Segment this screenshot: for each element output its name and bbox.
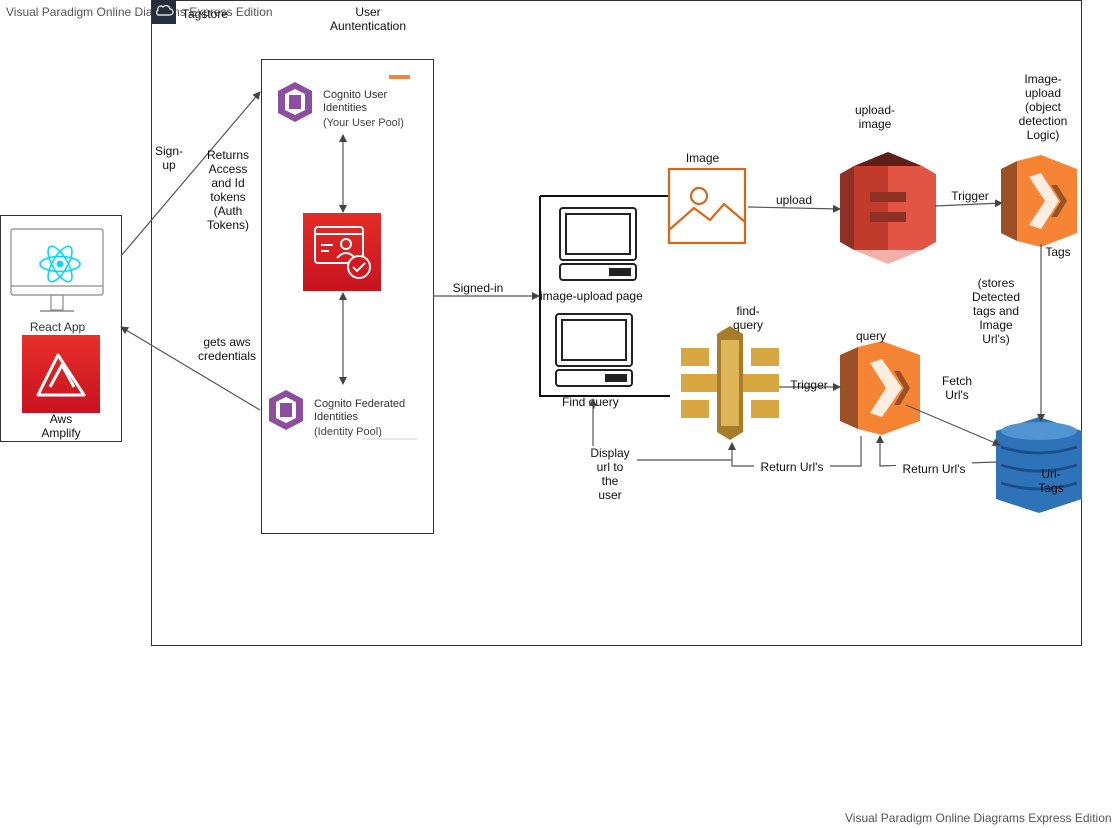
amplify-icon xyxy=(22,335,100,413)
image-upload-lambda-label: Image- upload (object detection Logic) xyxy=(1018,72,1068,142)
find-query-api-icon xyxy=(681,326,779,440)
edge-display: Display url to the user xyxy=(583,446,637,502)
edge-returns-tokens: Returns Access and Id tokens (Auth Token… xyxy=(206,148,250,232)
tagstore-group[interactable] xyxy=(151,0,1082,646)
react-monitor-icon xyxy=(10,228,104,312)
watermark-top: Visual Paradigm Online Diagrams Express … xyxy=(6,5,273,19)
amplify-label: Aws Amplify xyxy=(41,412,81,440)
edge-upload: upload xyxy=(775,193,813,207)
image-label: Image xyxy=(685,151,720,165)
edge-stores: (stores Detected tags and Image Url's) xyxy=(971,276,1021,346)
query-lambda-label: query xyxy=(855,329,887,343)
edge-return-2: Return Url's xyxy=(896,462,972,476)
url-tags-db-label: Url- Tags xyxy=(1038,467,1064,495)
group-icon xyxy=(152,0,176,24)
find-query-api-label: find- query xyxy=(732,304,764,332)
cognito-federated-underline xyxy=(362,438,417,440)
image-upload-page-label: image-upload page xyxy=(540,289,643,303)
web-pages-icon xyxy=(539,195,670,397)
edge-fetch: Fetch Url's xyxy=(941,374,972,402)
edge-tags: Tags xyxy=(1045,245,1071,259)
auth-title: User Auntentication xyxy=(329,5,407,33)
dynamodb-icon xyxy=(996,417,1082,513)
cognito-federated-title: Cognito Federated Identities xyxy=(314,398,406,423)
group-title: Tagstore xyxy=(182,7,229,21)
cognito-user-pool-icon xyxy=(278,82,312,122)
edge-trigger-2: Trigger xyxy=(790,378,828,392)
cognito-decoration xyxy=(389,75,410,79)
cognito-federated-icon xyxy=(269,390,303,430)
edge-signed-in: Signed-in xyxy=(452,281,504,295)
edge-gets-credentials: gets aws credentials xyxy=(197,335,257,363)
cognito-user-pool-sub: (Your User Pool) xyxy=(323,117,404,129)
query-lambda-icon xyxy=(840,341,920,435)
identity-verification-icon xyxy=(303,213,381,291)
edge-sign-up: Sign- up xyxy=(154,144,183,172)
react-app-label: React App xyxy=(29,320,86,334)
upload-image-label: upload- image xyxy=(854,103,896,131)
edge-trigger-1: Trigger xyxy=(951,189,989,203)
s3-bucket-icon xyxy=(840,152,936,264)
image-upload-lambda-icon xyxy=(1001,155,1077,247)
cognito-user-pool-title: Cognito User Identities xyxy=(323,89,388,114)
image-icon xyxy=(667,167,747,245)
cognito-federated-sub: (Identity Pool) xyxy=(314,426,382,438)
edge-return-1: Return Url's xyxy=(754,460,830,474)
watermark-bottom: Visual Paradigm Online Diagrams Express … xyxy=(845,811,1112,825)
